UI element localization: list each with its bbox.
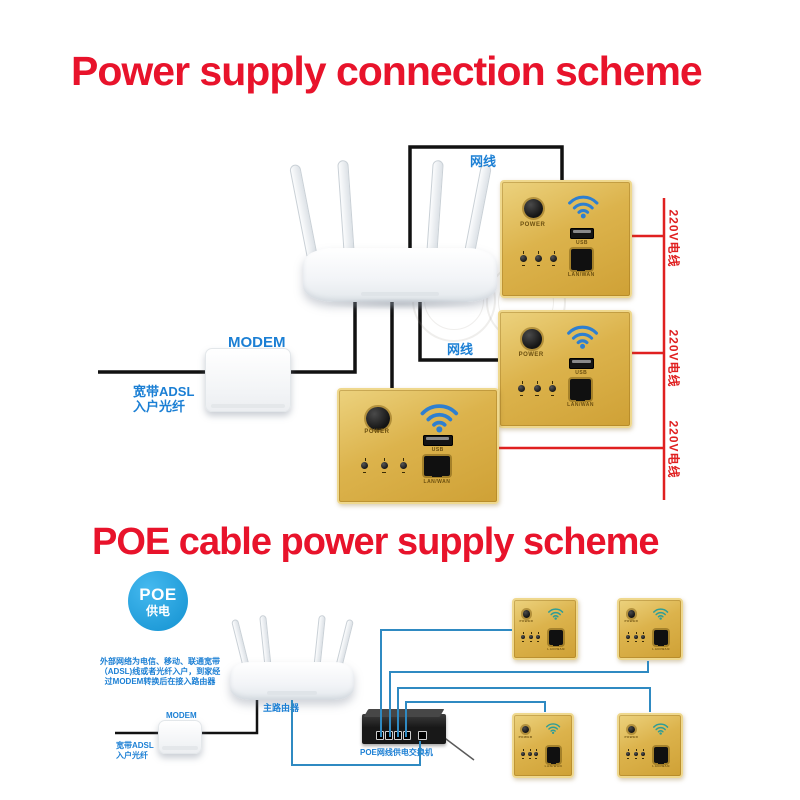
router-antenna [288, 163, 318, 260]
power-button [627, 610, 636, 618]
adsl2-line2: 入户光纤 [116, 751, 148, 760]
power-button [522, 329, 542, 349]
usb-port [569, 227, 595, 239]
modem2-label: MODEM [166, 711, 197, 720]
power-label: POWER [518, 735, 533, 740]
ethernet-port [547, 746, 560, 764]
wall-ap-small-4: POWER LAN/WAN [617, 713, 683, 778]
wifi-icon [653, 723, 669, 736]
power-button [522, 610, 531, 618]
lan-label: LAN/WAN [547, 646, 565, 651]
usb-label: USB [575, 240, 589, 247]
uplink-port [418, 731, 427, 740]
net-cable-label-2: 网线 [447, 342, 474, 357]
router-antenna [337, 159, 355, 259]
power-label: POWER [364, 429, 390, 436]
adsl2-label: 宽带ADSL 入户光纤 [116, 741, 154, 761]
usb-label: USB [575, 370, 588, 377]
wall-ap-small-3: POWER LAN/WAN [512, 713, 574, 778]
adsl-line2: 入户光纤 [133, 399, 186, 414]
power-cable-label-3: 220V电线 [666, 420, 681, 479]
wall-ap-small-2: POWER LAN/WAN [617, 598, 683, 660]
power-button [365, 406, 390, 431]
lan-label: LAN/WAN [652, 764, 670, 769]
lan-label: LAN/WAN [567, 272, 595, 279]
power-button [523, 199, 543, 219]
poe-switch-label: POE网线供电交换机 [360, 748, 433, 757]
usb-label: USB [431, 447, 444, 454]
panel-switches [626, 631, 646, 642]
scheme2-title: POE cable power supply scheme [92, 521, 660, 563]
poe-port-4 [403, 731, 411, 740]
panel-switches [519, 250, 557, 266]
wall-ap-panel-1: POWER USB LAN/WAN [500, 180, 632, 298]
note-line3: 过MODEM转换后在接入路由器 [104, 677, 216, 686]
power-label: POWER [519, 619, 534, 624]
adsl2-line1: 宽带ADSL [116, 741, 154, 750]
lan-label: LAN/WAN [544, 764, 563, 769]
power-cable-label-2: 220V电线 [666, 329, 681, 388]
adsl-label: 宽带ADSL 入户光纤 [133, 384, 194, 414]
wifi-icon [548, 608, 564, 620]
wifi-icon [653, 608, 669, 620]
ethernet-port [571, 249, 592, 271]
lan-label: LAN/WAN [423, 478, 451, 485]
lan-label: LAN/WAN [652, 646, 670, 651]
ethernet-port [424, 456, 450, 478]
panel-switches [521, 631, 541, 642]
power-button [522, 725, 530, 733]
main-router [230, 662, 354, 700]
wall-ap-panel-3: POWER USB LAN/WAN [337, 388, 499, 504]
ethernet-port [654, 746, 668, 764]
wall-ap-panel-2: POWER USB LAN/WAN [498, 310, 632, 428]
usb-port [568, 357, 594, 369]
poe-port-1 [376, 731, 384, 740]
wireless-router [303, 248, 497, 302]
router-antenna [426, 159, 444, 259]
wifi-icon [567, 326, 598, 350]
power-label: POWER [520, 221, 546, 228]
ethernet-port [570, 379, 591, 401]
main-router-label: 主路由器 [263, 703, 300, 713]
router-shadow [320, 298, 480, 310]
panel-switches [361, 457, 407, 473]
modem-device-2 [158, 720, 202, 754]
power-cable-label-1: 220V电线 [666, 209, 681, 268]
panel-switches [626, 748, 646, 759]
scheme1-title: Power supply connection scheme [71, 48, 703, 94]
power-label: POWER [518, 351, 544, 358]
usb-port [422, 434, 453, 446]
network-note: 外部网络为电信、移动、联通宽带 （ADSL)线或者光纤入户，到家经 过MODEM… [99, 657, 221, 687]
poe-badge-subtext: 供电 [145, 603, 170, 618]
power-label: POWER [624, 735, 639, 740]
switch-power-cord [441, 735, 475, 761]
wifi-icon [568, 196, 599, 219]
poe-port-2 [385, 731, 393, 740]
note-line2: （ADSL)线或者光纤入户，到家经 [99, 667, 221, 676]
wall-ap-small-1: POWER LAN/WAN [512, 598, 578, 660]
poe-switch [362, 714, 446, 744]
modem-device [205, 348, 291, 412]
wifi-icon [420, 404, 459, 433]
ethernet-port [549, 630, 563, 647]
note-line1: 外部网络为电信、移动、联通宽带 [100, 657, 220, 666]
power-label: POWER [624, 619, 639, 624]
poe-badge-text: POE [139, 584, 177, 604]
power-button [627, 725, 636, 734]
net-cable-label-1: 网线 [470, 154, 497, 169]
router-antenna [463, 163, 493, 260]
wifi-icon [546, 723, 561, 735]
panel-switches [520, 748, 539, 759]
panel-switches [518, 380, 556, 396]
poe-port-3 [394, 731, 402, 740]
poe-badge: POE 供电 [128, 571, 188, 631]
lan-label: LAN/WAN [567, 402, 595, 409]
modem-label: MODEM [228, 334, 286, 351]
ethernet-port [654, 630, 668, 647]
adsl-line1: 宽带ADSL [133, 384, 195, 399]
